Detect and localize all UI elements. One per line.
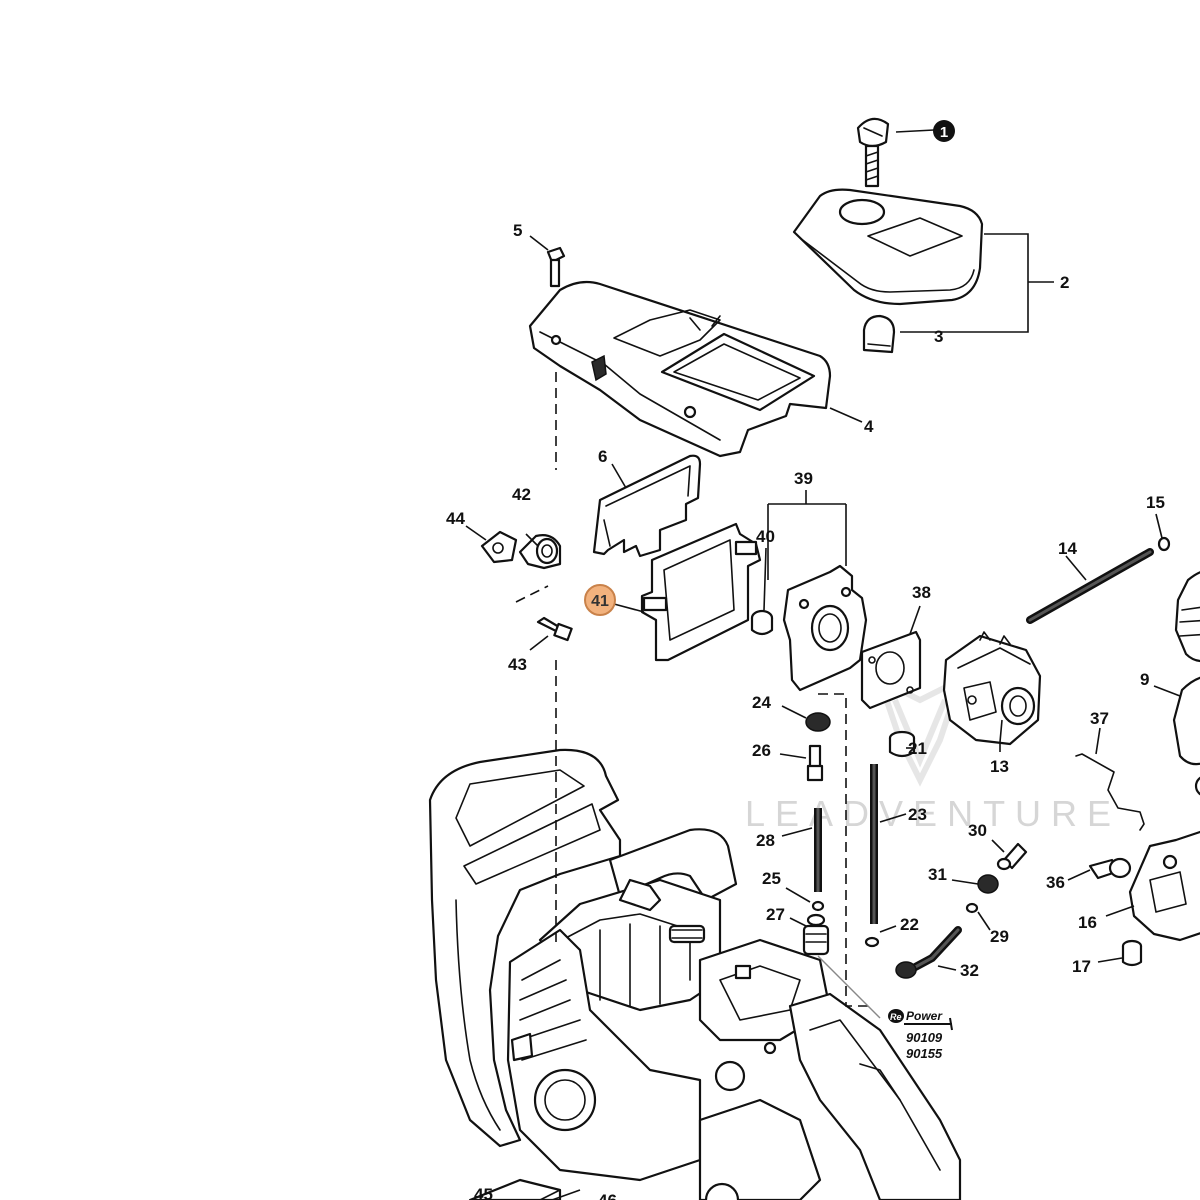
part-29-ring[interactable] bbox=[965, 902, 979, 914]
callout-44[interactable]: 44 bbox=[446, 509, 465, 528]
callout-28[interactable]: 28 bbox=[756, 831, 775, 850]
callout-4[interactable]: 4 bbox=[864, 417, 874, 436]
part-22-ring[interactable] bbox=[864, 936, 880, 948]
part-39-flange[interactable] bbox=[782, 564, 868, 692]
callout-26[interactable]: 26 bbox=[752, 741, 771, 760]
repower-prefix: Re bbox=[890, 1012, 902, 1022]
callout-1[interactable]: 1 bbox=[940, 124, 948, 141]
callout-37[interactable]: 37 bbox=[1090, 709, 1109, 728]
repower-code-2[interactable]: 90155 bbox=[906, 1046, 943, 1061]
part-9-air-filter[interactable] bbox=[1172, 570, 1200, 796]
callout-9[interactable]: 9 bbox=[1140, 670, 1149, 689]
callout-38[interactable]: 38 bbox=[912, 583, 931, 602]
callout-31[interactable]: 31 bbox=[928, 865, 947, 884]
callout-24[interactable]: 24 bbox=[752, 693, 771, 712]
part-40-bushing[interactable] bbox=[750, 609, 774, 636]
repower-code-1[interactable]: 90109 bbox=[906, 1030, 943, 1045]
repower-badge: Re Power 90109 90155 bbox=[888, 1009, 953, 1061]
part-2-filter-cover[interactable] bbox=[792, 188, 984, 306]
callout-29[interactable]: 29 bbox=[990, 927, 1009, 946]
part-21-sleeve[interactable] bbox=[888, 730, 916, 758]
part-44-gasket[interactable] bbox=[480, 530, 518, 564]
part-16-bracket[interactable] bbox=[1128, 830, 1200, 942]
leader-lines bbox=[465, 129, 1181, 1200]
part-25-ring[interactable] bbox=[811, 900, 825, 912]
callout-25[interactable]: 25 bbox=[762, 869, 781, 888]
callout-46[interactable]: 46 bbox=[598, 1191, 617, 1200]
callout-22[interactable]: 22 bbox=[900, 915, 919, 934]
part-31-nut[interactable] bbox=[977, 874, 999, 894]
part-1-knob-screw[interactable] bbox=[856, 117, 890, 188]
callout-30[interactable]: 30 bbox=[968, 821, 987, 840]
callout-23[interactable]: 23 bbox=[908, 805, 927, 824]
part-24-cap[interactable] bbox=[805, 712, 831, 732]
callout-6[interactable]: 6 bbox=[598, 447, 607, 466]
part-42-intake[interactable] bbox=[518, 534, 562, 570]
part-14-rod[interactable] bbox=[1026, 548, 1154, 624]
callout-27[interactable]: 27 bbox=[766, 905, 785, 924]
callout-13[interactable]: 13 bbox=[990, 757, 1009, 776]
repower-logo-icon bbox=[888, 1009, 904, 1023]
callout-3[interactable]: 3 bbox=[934, 327, 943, 346]
callout-2[interactable]: 2 bbox=[1060, 273, 1069, 292]
callout-15[interactable]: 15 bbox=[1146, 493, 1165, 512]
part-17-sleeve[interactable] bbox=[1121, 939, 1143, 967]
part-26-nipple[interactable] bbox=[806, 744, 824, 782]
part-38-gasket[interactable] bbox=[860, 630, 922, 710]
callout-14[interactable]: 14 bbox=[1058, 539, 1077, 558]
part-4-top-cover[interactable] bbox=[528, 280, 832, 458]
callout-16[interactable]: 16 bbox=[1078, 913, 1097, 932]
callout-32[interactable]: 32 bbox=[960, 961, 979, 980]
callout-43[interactable]: 43 bbox=[508, 655, 527, 674]
callout-42[interactable]: 42 bbox=[512, 485, 531, 504]
callout-labels: 1 2 3 4 5 6 9 13 14 15 16 17 21 22 23 24… bbox=[446, 120, 1165, 1200]
part-37-wire-link[interactable] bbox=[1075, 753, 1145, 831]
engine-housing bbox=[428, 748, 962, 1200]
part-13-carburetor[interactable] bbox=[942, 631, 1042, 746]
part-27-filter[interactable] bbox=[802, 913, 830, 956]
part-3-plug[interactable] bbox=[862, 314, 896, 354]
part-32-hose[interactable] bbox=[895, 926, 962, 979]
callout-40[interactable]: 40 bbox=[756, 527, 775, 546]
callout-41-highlight bbox=[584, 584, 616, 616]
part-15-ring[interactable] bbox=[1157, 536, 1171, 552]
callout-17[interactable]: 17 bbox=[1072, 957, 1091, 976]
watermark-text: LEADVENTURE bbox=[745, 793, 1121, 834]
part-41-frame-gasket[interactable] bbox=[640, 522, 762, 662]
callout-36[interactable]: 36 bbox=[1046, 873, 1065, 892]
part-6-plate[interactable] bbox=[592, 454, 702, 558]
callout-45[interactable]: 45 bbox=[474, 1185, 493, 1200]
repower-brand: Power bbox=[906, 1009, 943, 1023]
callout-21[interactable]: 21 bbox=[908, 739, 927, 758]
part-5-screw[interactable] bbox=[546, 246, 566, 288]
callout-39[interactable]: 39 bbox=[794, 469, 813, 488]
part-43-screw[interactable] bbox=[536, 616, 573, 642]
part-30-valve[interactable] bbox=[996, 842, 1028, 871]
callout-5[interactable]: 5 bbox=[513, 221, 522, 240]
callout-41[interactable]: 41 bbox=[591, 593, 609, 610]
part-36-tab[interactable] bbox=[1088, 857, 1132, 880]
callout-1-badge bbox=[933, 120, 955, 142]
